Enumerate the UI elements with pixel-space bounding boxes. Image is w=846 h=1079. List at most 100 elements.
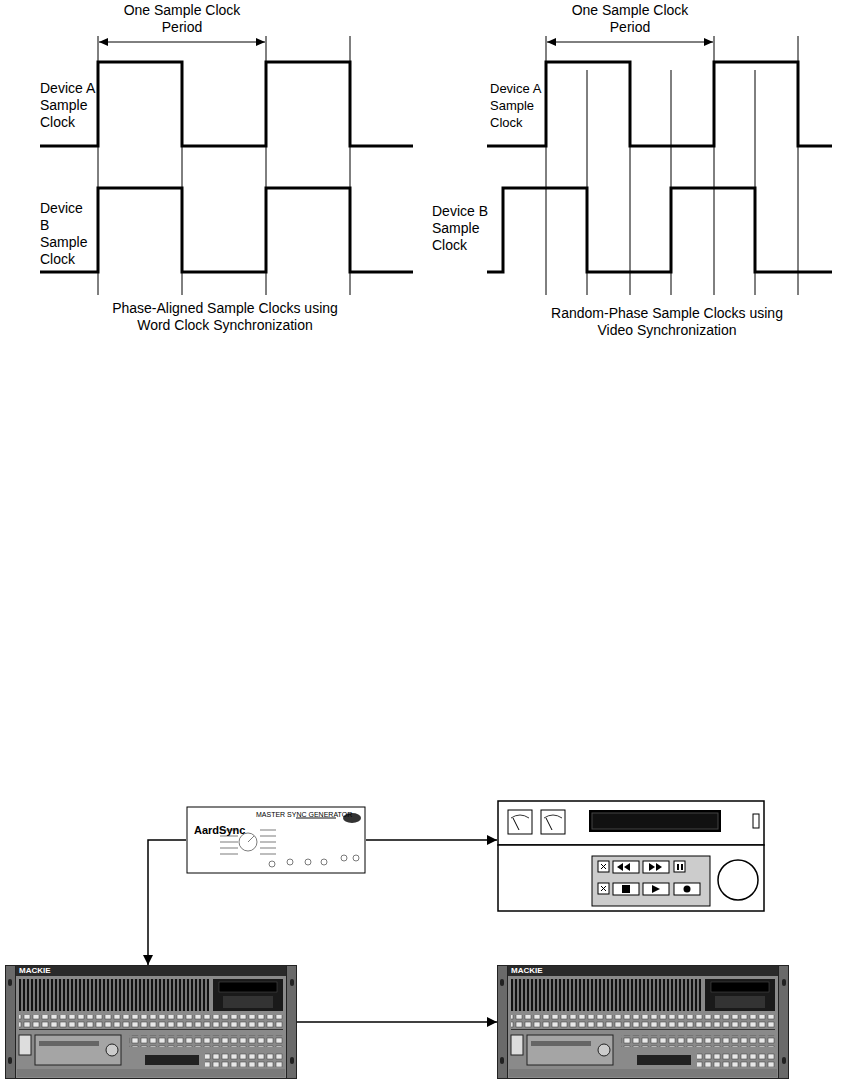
video-deck xyxy=(497,800,765,912)
drawing-part xyxy=(513,818,519,830)
drawing-part xyxy=(779,966,789,1079)
drawing-part xyxy=(260,854,276,855)
signal-connector xyxy=(366,839,497,841)
drawing-part xyxy=(17,1069,285,1077)
drawing-part xyxy=(341,855,347,861)
drawing-part xyxy=(649,863,662,871)
drawing-part xyxy=(511,979,701,1011)
drawing-part xyxy=(260,830,276,831)
sync-generator: AardSync MASTER SYNC GENERATOR xyxy=(186,806,366,874)
drawing-part xyxy=(531,1041,591,1046)
drawing-part xyxy=(19,1015,283,1029)
signal-connector xyxy=(297,1021,497,1023)
drawing-part xyxy=(260,842,276,843)
drawing-part xyxy=(220,848,238,849)
drawing-part xyxy=(652,885,660,893)
signal-label: One Sample Clock Period xyxy=(122,2,242,36)
drawing-part xyxy=(598,861,700,895)
drawing-part xyxy=(260,836,276,837)
drawing-part xyxy=(711,982,769,992)
drawing-part xyxy=(19,1035,31,1055)
drawing-part xyxy=(613,883,639,895)
drawing-part xyxy=(16,966,286,976)
drawing-part xyxy=(782,979,786,986)
brand-label: MACKIE xyxy=(511,966,543,976)
signal-label: Device B Sample Clock xyxy=(40,200,96,268)
drawing-part xyxy=(677,864,679,870)
brand-label: MACKIE xyxy=(19,966,51,976)
drawing-part xyxy=(40,62,413,146)
drawing-part xyxy=(589,810,721,832)
drawing-part xyxy=(643,861,669,873)
drawing-part xyxy=(592,813,718,829)
drawing-part xyxy=(19,1029,283,1030)
drawing-part xyxy=(511,1035,523,1055)
drawing-part xyxy=(290,1057,294,1064)
drawing-part xyxy=(353,855,359,861)
drawing-part xyxy=(287,859,293,865)
drawing-part xyxy=(8,979,12,986)
drawing-part xyxy=(546,818,552,830)
drawing-part xyxy=(321,859,327,865)
drawing-part xyxy=(643,883,669,895)
drawing-part xyxy=(145,1055,199,1065)
drawing-part xyxy=(509,1069,777,1077)
drawing-part xyxy=(681,864,683,870)
hard-disk-recorder: MACKIE xyxy=(497,965,789,1079)
drawing-part xyxy=(6,966,16,1079)
drawing-part xyxy=(129,1035,283,1047)
drawing-part xyxy=(248,836,254,842)
drawing-part xyxy=(527,1035,613,1065)
drawing-part xyxy=(782,1057,786,1064)
drawing-part xyxy=(684,886,691,893)
device-label: MASTER SYNC GENERATOR xyxy=(256,810,352,819)
period-arrow xyxy=(547,42,713,43)
drawing-part xyxy=(617,863,630,871)
drawing-part xyxy=(511,815,529,818)
drawing-part xyxy=(541,810,565,834)
drawing-part xyxy=(753,814,759,828)
hard-disk-recorder: MACKIE xyxy=(5,965,297,1079)
drawing-part xyxy=(715,996,765,1008)
clock-waveforms xyxy=(487,62,832,272)
drawing-part xyxy=(187,807,365,873)
drawing-part xyxy=(500,1057,504,1064)
drawing-part xyxy=(498,801,764,845)
drawing-part xyxy=(674,883,700,895)
drawing-part xyxy=(19,979,209,1011)
drawing-part xyxy=(544,815,562,818)
drawing-part xyxy=(601,864,606,869)
signal-label: Device A Sample Clock xyxy=(40,80,96,131)
drawing-part xyxy=(35,1035,121,1065)
signal-label: Device A Sample Clock xyxy=(490,80,544,131)
drawing-part xyxy=(511,1029,775,1030)
video-deck-drawing xyxy=(497,800,765,912)
drawing-part xyxy=(287,966,297,1079)
drawing-part xyxy=(213,979,283,1011)
signal-label: Device B Sample Clock xyxy=(432,203,494,254)
drawing-part xyxy=(6,966,297,1079)
period-arrow xyxy=(99,42,265,43)
drawing-part xyxy=(718,860,758,900)
drawing-part xyxy=(613,861,639,873)
drawing-part xyxy=(621,1035,775,1047)
drawing-part xyxy=(508,966,778,976)
drawing-part xyxy=(269,861,275,867)
drawing-part xyxy=(622,885,630,893)
drawing-part xyxy=(601,886,606,891)
diagram-caption: Phase-Aligned Sample Clocks using Word C… xyxy=(100,300,350,334)
drawing-part xyxy=(637,1055,691,1065)
drawing-part xyxy=(220,842,238,843)
drawing-part xyxy=(205,1053,283,1067)
drawing-part xyxy=(498,845,764,911)
drawing-part xyxy=(705,979,775,1011)
drawing-part xyxy=(40,188,413,272)
brand-label: AardSync xyxy=(194,824,245,837)
drawing-part xyxy=(674,861,685,872)
drawing-part xyxy=(290,979,294,986)
drawing-part xyxy=(498,966,789,1079)
drawing-part xyxy=(39,1041,99,1046)
hard-disk-recorder-drawing xyxy=(5,965,297,1079)
